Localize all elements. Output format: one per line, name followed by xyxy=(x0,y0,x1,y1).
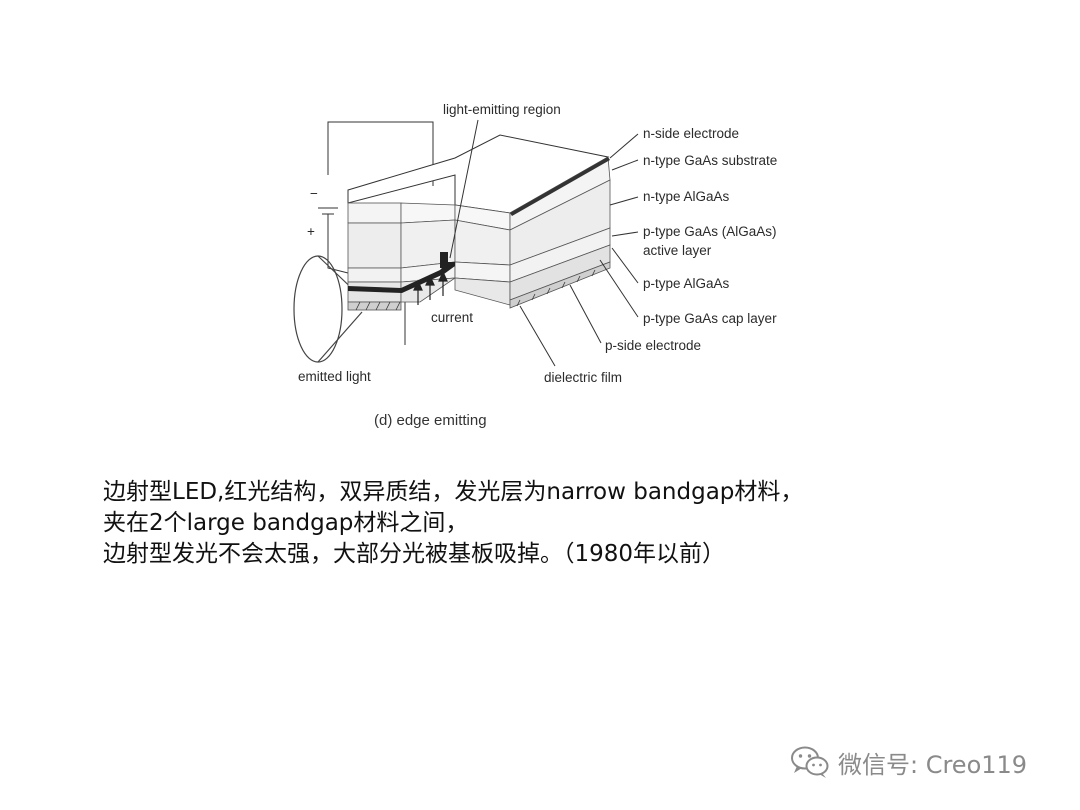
diagram-caption: (d) edge emitting xyxy=(374,412,487,429)
label-emitted-light: emitted light xyxy=(298,369,371,384)
n-side-electrode-strip xyxy=(510,157,610,216)
chip-left-face xyxy=(347,202,402,311)
leader-lines xyxy=(449,119,639,367)
label-n-type-gaas-substrate: n-type GaAs substrate xyxy=(643,153,777,168)
wechat-icon xyxy=(791,746,829,778)
body-line-1: 边射型LED,红光结构，双异质结，发光层为narrow bandgap材料， xyxy=(103,479,804,505)
watermark-text: 微信号: Creo119 xyxy=(838,750,1028,779)
active-layer-dark-band xyxy=(348,252,455,293)
plus-sign: + xyxy=(307,224,315,239)
body-line-3: 边射型发光不会太强，大部分光被基板吸掉。（1980年以前） xyxy=(103,541,726,567)
label-light-emitting-region: light-emitting region xyxy=(443,102,561,117)
body-line-2: 夹在2个large bandgap材料之间， xyxy=(103,510,469,536)
label-n-side-electrode: n-side electrode xyxy=(643,126,739,141)
chip-right-face xyxy=(509,156,611,309)
label-p-type-active-line2: active layer xyxy=(643,243,712,258)
label-p-type-active-line1: p-type GaAs (AlGaAs) xyxy=(643,224,777,239)
body-text: 边射型LED,红光结构，双异质结，发光层为narrow bandgap材料， 夹… xyxy=(103,477,1003,570)
label-dielectric-film: dielectric film xyxy=(544,370,622,385)
wechat-watermark: 微信号: Creo119 xyxy=(790,742,1027,782)
label-p-type-algaas: p-type AlGaAs xyxy=(643,276,730,291)
label-n-type-algaas: n-type AlGaAs xyxy=(643,189,730,204)
minus-sign: − xyxy=(310,186,318,201)
p-side-electrode-hatch xyxy=(355,269,596,311)
label-p-side-electrode: p-side electrode xyxy=(605,338,701,353)
current-arrows xyxy=(413,270,448,305)
label-current: current xyxy=(431,310,473,325)
label-p-type-cap-layer: p-type GaAs cap layer xyxy=(643,311,777,326)
